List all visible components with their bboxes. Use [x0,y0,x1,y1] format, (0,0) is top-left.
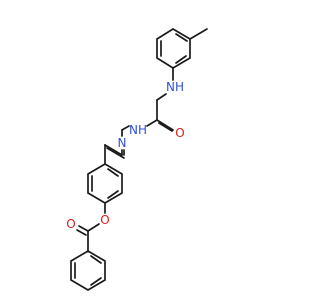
tolyl-ring [156,28,208,69]
benzoate-group [70,223,106,291]
carbonyl-oxygen-label: O [66,217,75,231]
methyl-bond [189,28,208,40]
ester-oxygen-label: O [100,213,109,227]
amide-oxygen-label: O [175,126,184,140]
phenylene-ring [87,144,123,214]
amine-nh-label: NH [166,80,184,94]
glycyl-hydrazone-chain [104,67,174,159]
hydrazide-nh-label: NH [129,123,147,137]
molecule-structure: NH O NH N O O [66,28,208,291]
imine-nitrogen-label: N [118,136,127,150]
